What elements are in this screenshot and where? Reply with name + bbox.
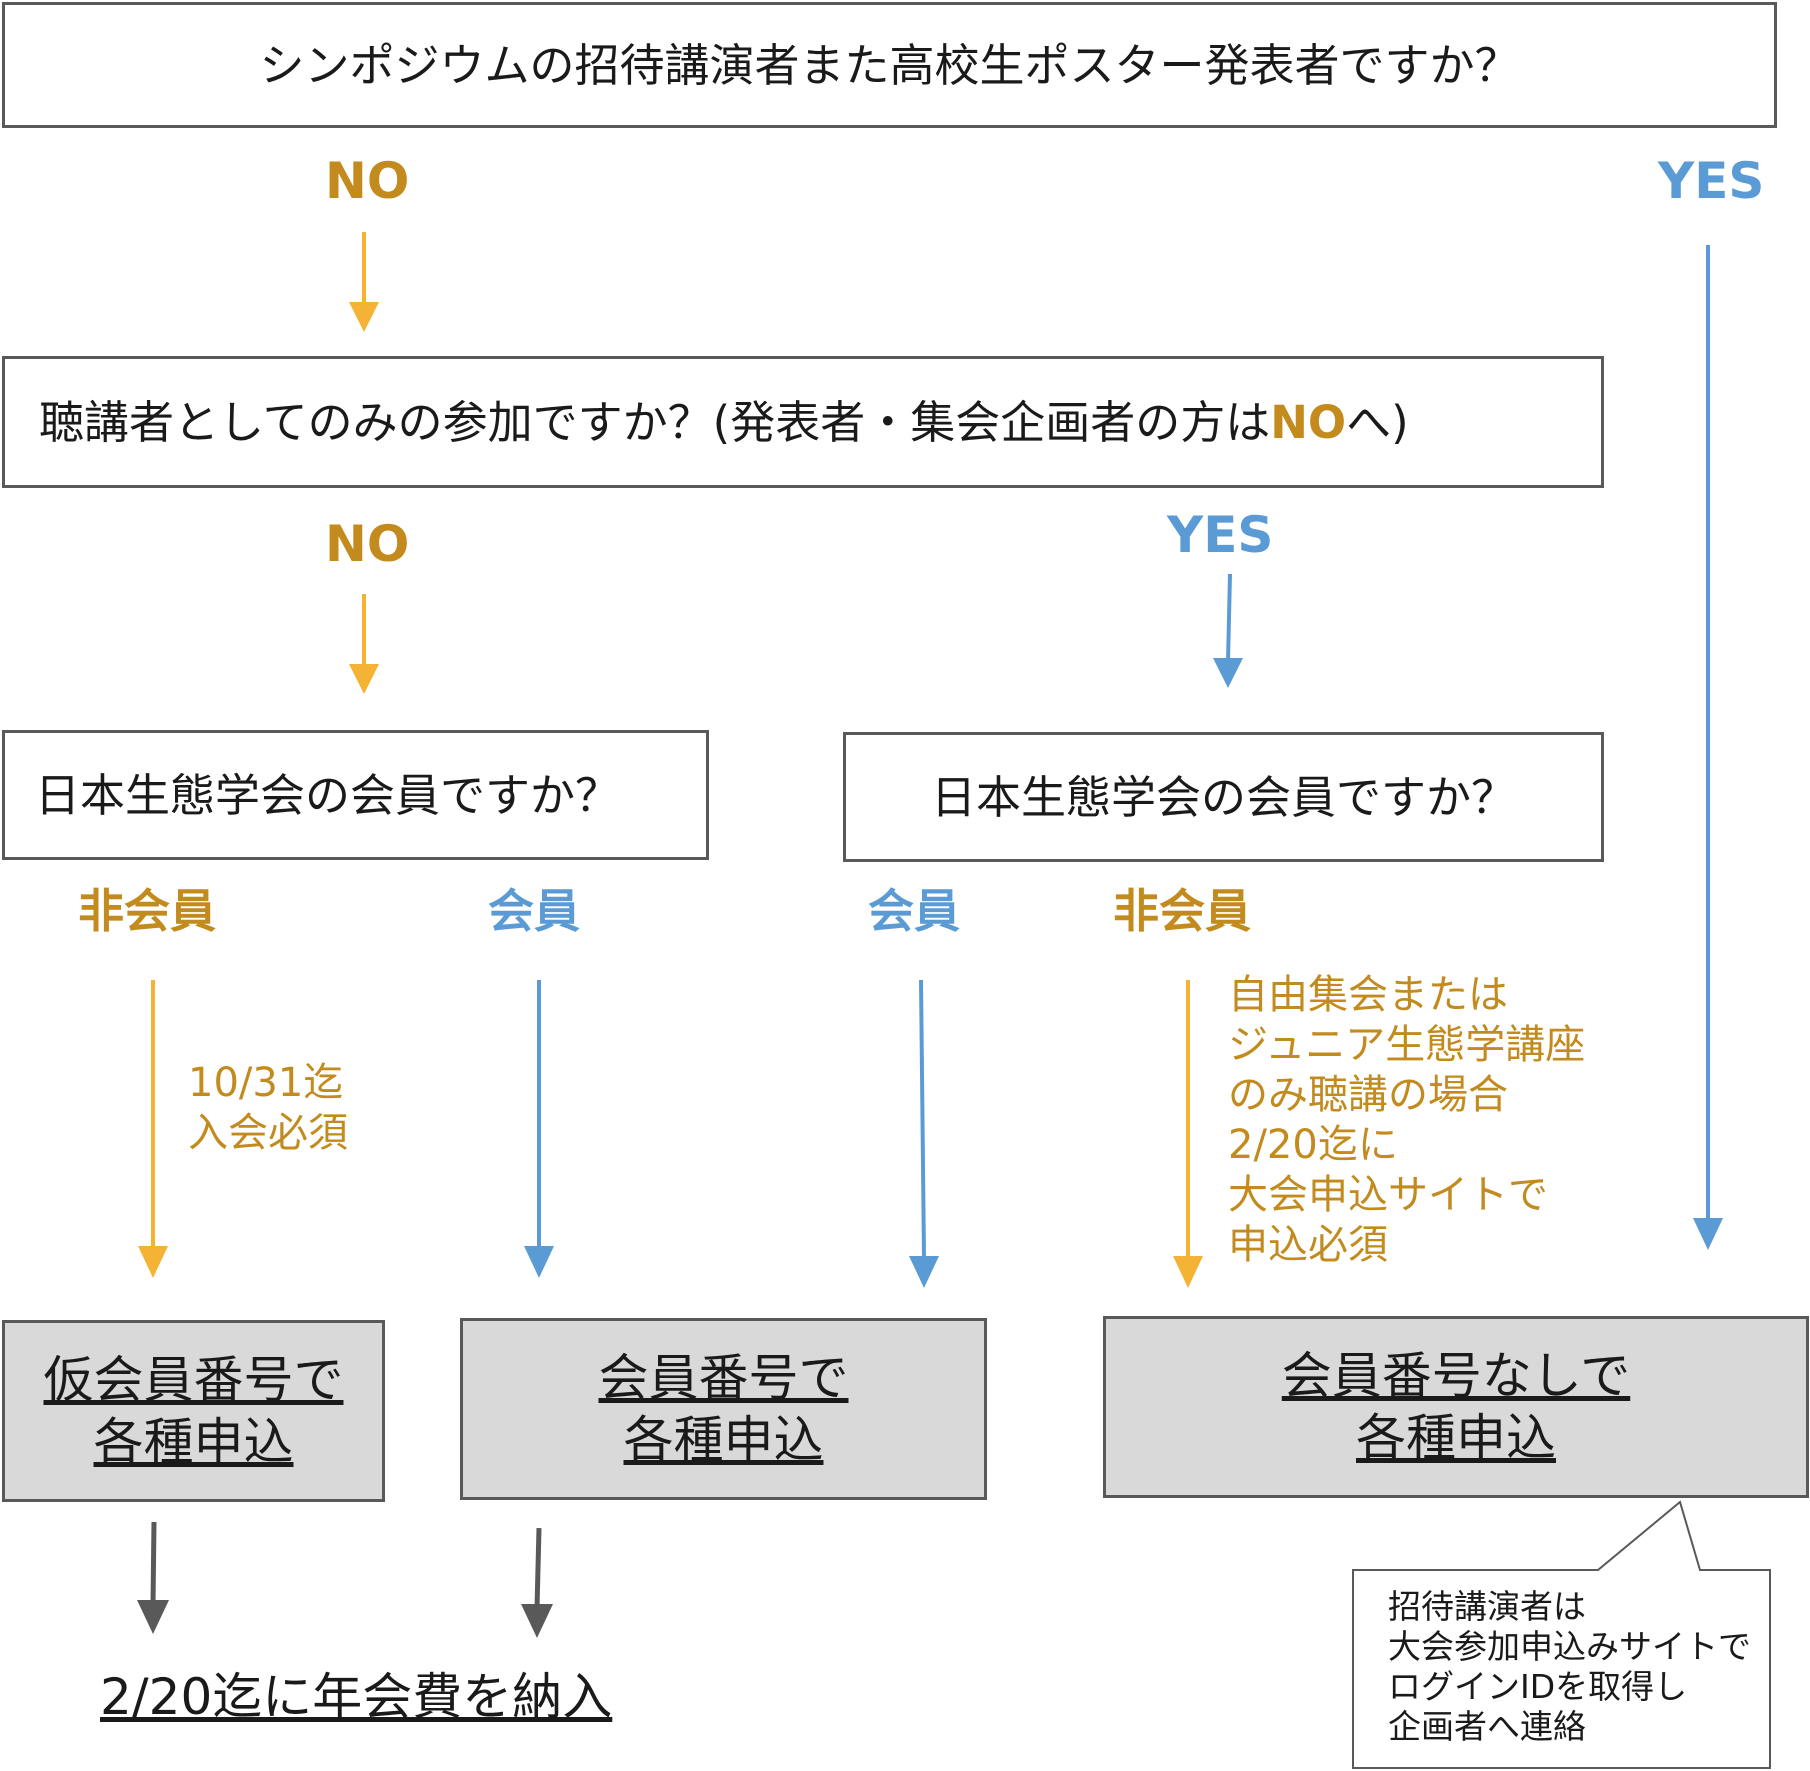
label-q1-no: NO (325, 152, 410, 210)
arrow-right-nonmember (1173, 980, 1203, 1288)
callout-line: 企画者へ連絡 (1388, 1707, 1586, 1746)
question-listener-prefix: 聴講者としてのみの参加ですか？(発表者・集会企画者の方は (39, 395, 1271, 449)
label-q1-yes: YES (1658, 152, 1765, 210)
arrow-member-to-fee (521, 1527, 553, 1638)
arrow-q2-no (349, 594, 379, 694)
question-invited-speaker: シンポジウムの招待講演者また高校生ポスター発表者ですか？ (2, 2, 1777, 128)
callout-shape (1352, 1500, 1771, 1769)
question-member-right: 日本生態学会の会員ですか？ (843, 732, 1604, 862)
callout-invited-speaker: 招待講演者は 大会参加申込みサイトで ログインIDを取得し 企画者へ連絡 (1388, 1587, 1751, 1747)
callout-line: 招待講演者は (1388, 1587, 1586, 1626)
label-q2-yes: YES (1167, 506, 1274, 564)
arrow-right-member (909, 979, 939, 1288)
question-member-left-text: 日本生態学会の会員ですか？ (35, 768, 621, 822)
arrow-q2-yes (1213, 573, 1243, 688)
question-listener-suffix: へ) (1346, 395, 1409, 449)
arrow-temp-to-fee (137, 1521, 169, 1634)
label-left-member: 会員 (488, 884, 580, 938)
callout-line: ログインIDを取得し (1388, 1667, 1688, 1706)
note-condition-line: 2/20迄に (1228, 1122, 1398, 1168)
note-join-required: 10/31迄 入会必須 (188, 1058, 348, 1158)
note-condition-line: 大会申込サイトで (1228, 1172, 1548, 1218)
result-member-number: 会員番号で 各種申込 (460, 1318, 987, 1500)
note-condition-line: ジュニア生態学講座 (1228, 1022, 1586, 1068)
arrow-q1-no (349, 232, 379, 332)
question-member-right-text: 日本生態学会の会員ですか？ (930, 770, 1516, 824)
result-temp-member-number: 仮会員番号で 各種申込 (2, 1320, 385, 1502)
label-right-member: 会員 (868, 884, 960, 938)
question-member-left: 日本生態学会の会員ですか？ (2, 730, 709, 860)
result-member-line: 各種申込 (623, 1411, 824, 1469)
result-no-member-number: 会員番号なしで 各種申込 (1103, 1316, 1809, 1498)
question-invited-speaker-text: シンポジウムの招待講演者また高校生ポスター発表者ですか？ (259, 38, 1520, 92)
result-none-line: 会員番号なしで (1281, 1347, 1631, 1405)
question-listener-only: 聴講者としてのみの参加ですか？(発表者・集会企画者の方はNOへ) (2, 356, 1604, 488)
question-listener-only-text: 聴講者としてのみの参加ですか？(発表者・集会企画者の方はNOへ) (39, 400, 1409, 445)
note-join-required-line: 入会必須 (188, 1110, 348, 1156)
note-condition-line: 申込必須 (1228, 1222, 1388, 1268)
label-left-nonmember: 非会員 (78, 884, 216, 938)
annual-fee-instruction: 2/20迄に年会費を納入 (100, 1668, 613, 1726)
result-temp-line: 各種申込 (93, 1413, 294, 1471)
callout-line: 大会参加申込みサイトで (1388, 1627, 1751, 1666)
label-right-nonmember: 非会員 (1113, 884, 1251, 938)
result-temp-line: 仮会員番号で (43, 1351, 344, 1409)
arrow-left-nonmember (138, 980, 168, 1278)
result-member-line: 会員番号で (598, 1349, 849, 1407)
note-condition-line: 自由集会または (1228, 972, 1508, 1018)
result-none-line: 各種申込 (1356, 1409, 1556, 1467)
arrow-left-member (524, 980, 554, 1278)
arrow-q1-yes (1693, 245, 1723, 1250)
note-join-required-line: 10/31迄 (188, 1060, 344, 1106)
note-condition-line: のみ聴講の場合 (1228, 1072, 1508, 1118)
note-nonmember-condition: 自由集会または ジュニア生態学講座 のみ聴講の場合 2/20迄に 大会申込サイト… (1228, 970, 1585, 1270)
question-listener-highlight: NO (1270, 395, 1347, 449)
label-q2-no: NO (325, 515, 410, 573)
